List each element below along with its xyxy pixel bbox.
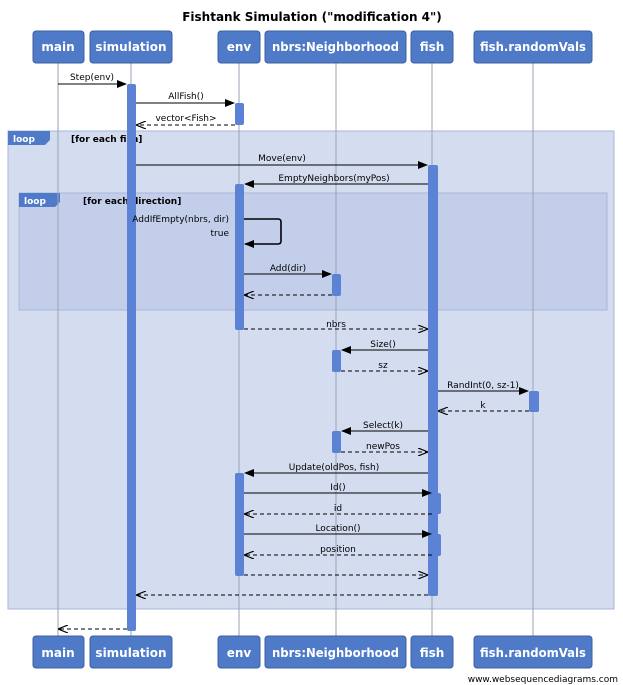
participant-nbrs-bottom: nbrs:Neighborhood [264,635,407,669]
participant-main-bottom: main [32,635,85,669]
participant-env-bottom: env [217,635,261,669]
participant-env-bottom-label: env [227,646,252,660]
message-randint: RandInt(0, sz-1) [438,381,529,395]
message-location-call: Location() [244,524,432,538]
message-addifempty-self: AddIfEmpty(nbrs, dir) true [132,215,282,248]
activations [127,84,539,631]
messages: Step(env) AllFish() vector<Fish> Move(en… [58,73,529,629]
participant-nbrs-top: nbrs:Neighborhood [264,30,407,64]
message-position-return: position [245,545,432,555]
message-allfish-label: AllFish() [168,92,204,102]
participant-nbrs-label: nbrs:Neighborhood [272,40,399,54]
activation-env-allfish [235,103,244,125]
message-newpos: newPos [341,442,427,452]
message-emptyneighbors: EmptyNeighbors(myPos) [244,174,428,188]
participant-simulation-bottom: simulation [89,635,173,669]
message-position-return-label: position [320,545,356,555]
participant-main-bottom-label: main [41,646,74,660]
message-add: Add(dir) [244,264,332,278]
participant-fish-bottom-label: fish [420,646,445,660]
activation-nbrs-add [332,274,341,296]
participant-fish-randomvals-bottom: fish.randomVals [473,635,593,669]
message-sz: sz [341,361,427,371]
message-location-call-label: Location() [315,524,360,534]
diagram-title: Fishtank Simulation ("modification 4") [182,10,442,24]
message-move-label: Move(env) [258,154,306,164]
message-add-label: Add(dir) [270,264,306,274]
message-nbrs-label: nbrs [326,320,346,330]
activation-fish-location [432,534,441,556]
message-select: Select(k) [341,421,428,435]
message-update: Update(oldPos, fish) [244,463,428,477]
message-id-return-label: id [334,504,342,514]
participant-fish-randomvals-bottom-label: fish.randomVals [480,646,586,660]
participant-main-label: main [41,40,74,54]
message-sz-label: sz [378,361,388,371]
message-addifempty-label: AddIfEmpty(nbrs, dir) [132,215,229,225]
message-update-label: Update(oldPos, fish) [289,463,379,473]
activation-fish-move [428,165,438,596]
activation-nbrs-select [332,431,341,453]
message-k-label: k [480,401,486,411]
participant-fish-label: fish [420,40,445,54]
activation-simulation [127,84,136,631]
message-step-label: Step(env) [70,73,114,83]
message-nbrs: nbrs [244,320,427,330]
message-step: Step(env) [58,73,127,88]
message-emptyneighbors-label: EmptyNeighbors(myPos) [278,174,389,184]
message-vector-fish: vector<Fish> [137,114,235,125]
participant-simulation-bottom-label: simulation [95,646,166,660]
participant-fish-top: fish [410,30,454,64]
message-move: Move(env) [136,154,428,169]
message-id-call: Id() [244,483,432,497]
participant-env-label: env [227,40,252,54]
message-id-call-label: Id() [330,483,345,493]
participant-fish-randomvals-top: fish.randomVals [473,30,593,64]
message-allfish: AllFish() [136,92,235,107]
participant-main-top: main [32,30,85,64]
participants-bottom: main simulation env nbrs:Neighborhood fi… [32,635,593,669]
loop-frame-fish-keyword: loop [13,135,35,145]
message-select-label: Select(k) [363,421,403,431]
activation-randomvals [529,391,539,412]
activation-fish-id [432,493,441,514]
loop-frame-fish-condition: [for each fish] [71,135,142,145]
message-newpos-label: newPos [366,442,400,452]
message-id-return: id [245,504,432,514]
message-k: k [439,401,529,411]
credit-link[interactable]: www.websequencediagrams.com [468,675,618,685]
activation-env-emptyneighbors [235,184,244,330]
loop-frame-direction-keyword: loop [24,197,46,207]
message-vector-fish-label: vector<Fish> [155,114,216,124]
participant-fish-bottom: fish [410,635,454,669]
message-size-label: Size() [370,340,396,350]
participant-env-top: env [217,30,261,64]
message-addifempty-return: true [211,229,230,239]
activation-nbrs-size [332,350,341,372]
participant-fish-randomvals-label: fish.randomVals [480,40,586,54]
participant-simulation-top: simulation [89,30,173,64]
activation-env-update [235,473,244,576]
message-randint-label: RandInt(0, sz-1) [447,381,519,391]
participant-simulation-label: simulation [95,40,166,54]
participants-top: main simulation env nbrs:Neighborhood fi… [32,30,593,64]
message-size: Size() [341,340,428,354]
loop-frame-direction: loop [for each direction] [18,192,608,311]
participant-nbrs-bottom-label: nbrs:Neighborhood [272,646,399,660]
